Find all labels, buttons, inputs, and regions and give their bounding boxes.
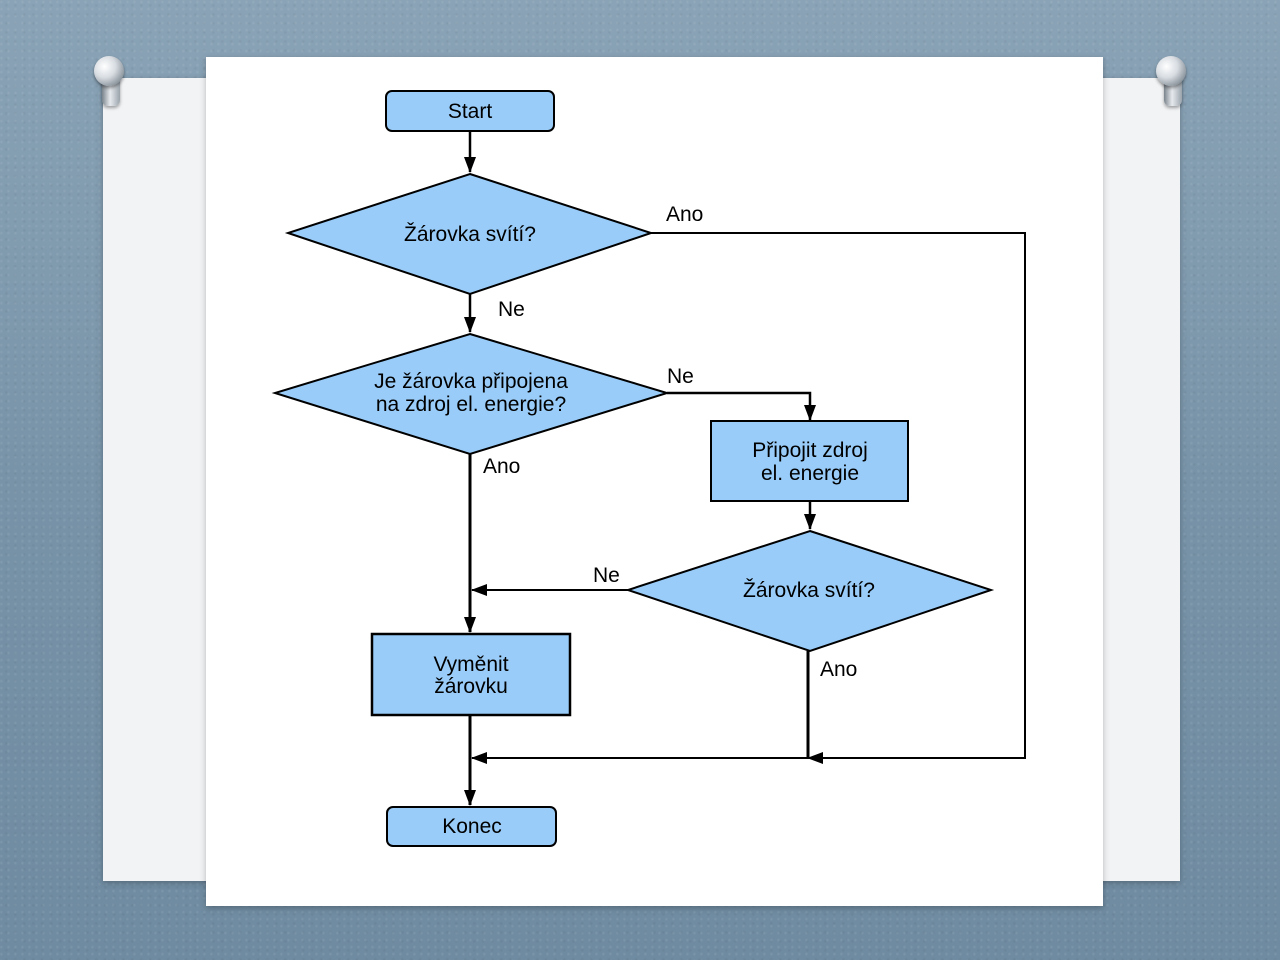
edge-label-decision2-yes: Ano (483, 455, 520, 478)
start-node: Start (385, 90, 555, 132)
process-connect-node: Připojit zdroj el. energie (710, 420, 909, 502)
connector-decision1-yes (651, 232, 1026, 764)
end-label: Konec (442, 815, 502, 838)
decision2-node: Je žárovka připojena na zdroj el. energi… (271, 332, 671, 456)
edge-label-decision3-no: Ne (593, 564, 620, 587)
pushpin-icon (88, 56, 132, 108)
edge-label-decision3-yes: Ano (820, 658, 857, 681)
decision1-node: Žárovka svítí? (284, 172, 655, 296)
process-replace-node: Vyměnit žárovku (370, 632, 572, 717)
process-connect-label-line2: el. energie (761, 462, 859, 485)
edge-label-decision2-no: Ne (667, 365, 694, 388)
edge-label-decision1-no: Ne (498, 298, 525, 321)
decision2-label-line1: Je žárovka připojena (374, 370, 568, 393)
process-connect-label-line1: Připojit zdroj (752, 439, 868, 462)
process-replace-label-line2: žárovku (434, 675, 508, 698)
end-node: Konec (386, 806, 557, 847)
decision1-label: Žárovka svítí? (404, 223, 536, 246)
process-replace-label-line1: Vyměnit (433, 653, 508, 676)
decision2-label-line2: na zdroj el. energie? (376, 393, 566, 416)
decision3-node: Žárovka svítí? (624, 529, 995, 653)
start-label: Start (448, 100, 493, 123)
edge-label-decision1-yes: Ano (666, 203, 703, 226)
decision3-label: Žárovka svítí? (743, 579, 875, 602)
pushpin-icon (1150, 56, 1194, 108)
connector-lines (464, 131, 1026, 806)
connector-decision2-no (667, 391, 816, 421)
slide-paper-sheet (206, 57, 1103, 906)
